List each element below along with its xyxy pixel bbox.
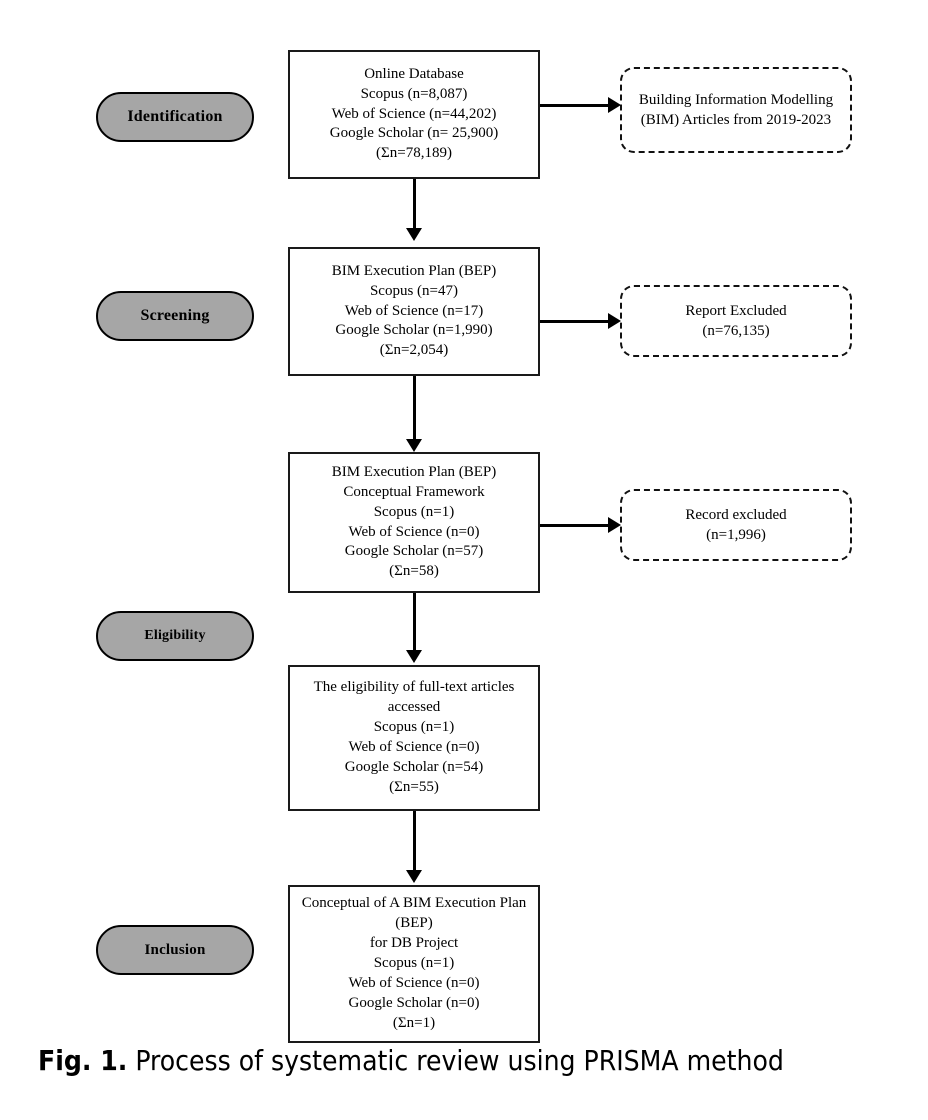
record-line: BIM Execution Plan (BEP)	[331, 262, 497, 279]
record-line: Google Scholar (n=54)	[344, 758, 484, 775]
stage-label: Screening	[140, 307, 210, 324]
connector-arrow-box2-to-box3	[406, 439, 422, 452]
excluded-line: Report Excluded	[685, 302, 787, 319]
connector-arrow-box4-to-box5	[406, 870, 422, 883]
record-line: Scopus (n=47)	[369, 282, 459, 299]
connector-line-box1-to-excluded1	[540, 104, 612, 107]
record-line: (Σn=55)	[389, 778, 439, 795]
connector-line-box2-to-box3	[413, 376, 416, 442]
stage-pill-identification: Identification	[96, 92, 254, 142]
record-line: Web of Science (n=0)	[348, 523, 480, 540]
record-line: (Σn=58)	[389, 563, 439, 580]
stage-label: Inclusion	[144, 941, 206, 958]
stage-label: Identification	[127, 108, 223, 125]
figure-caption-text: Process of systematic review using PRISM…	[135, 1044, 784, 1077]
record-line: Web of Science (n=17)	[344, 302, 484, 319]
record-line: Conceptual of A BIM Execution Plan	[301, 895, 527, 912]
record-line: Web of Science (n=0)	[348, 974, 480, 991]
stage-pill-inclusion: Inclusion	[96, 925, 254, 975]
stage-label: Eligibility	[144, 628, 206, 643]
record-box-online-database: Online Database Scopus (n=8,087) Web of …	[288, 50, 540, 179]
record-line: (Σn=78,189)	[376, 145, 452, 162]
excluded-box-report-excluded: Report Excluded (n=76,135)	[620, 285, 852, 357]
record-line: Web of Science (n=0)	[348, 739, 480, 755]
connector-arrow-box1-to-excluded1	[608, 97, 621, 113]
record-line: Google Scholar (n=57)	[344, 543, 484, 560]
record-line: Conceptual Framework	[343, 483, 485, 500]
connector-arrow-box3-to-box4	[406, 650, 422, 663]
excluded-line: (n=76,135)	[702, 323, 770, 339]
record-line: Web of Science (n=44,202)	[331, 105, 497, 122]
connector-arrow-box1-to-box2	[406, 228, 422, 241]
record-line: (Σn=2,054)	[379, 342, 449, 359]
figure-caption: Fig. 1. Process of systematic review usi…	[38, 1044, 908, 1078]
record-box-full-text-eligibility: The eligibility of full-text articles ac…	[288, 665, 540, 811]
record-line: for DB Project	[369, 935, 459, 952]
excluded-box-bim-articles-scope: Building Information Modelling (BIM) Art…	[620, 67, 852, 153]
record-box-conceptual-bep-db-project: Conceptual of A BIM Execution Plan (BEP)…	[288, 885, 540, 1043]
record-line: The eligibility of full-text articles	[313, 679, 515, 696]
record-line: Google Scholar (n=1,990)	[335, 322, 493, 339]
excluded-line: Building Information Modelling	[638, 91, 834, 108]
record-line: BIM Execution Plan (BEP)	[331, 463, 497, 480]
excluded-line: (BIM) Articles from 2019-2023	[640, 112, 832, 128]
stage-pill-eligibility: Eligibility	[96, 611, 254, 661]
record-line: Google Scholar (n=0)	[348, 994, 480, 1011]
connector-line-box3-to-box4	[413, 593, 416, 653]
record-box-bep-conceptual-framework: BIM Execution Plan (BEP) Conceptual Fram…	[288, 452, 540, 593]
record-line: Scopus (n=1)	[373, 503, 455, 520]
connector-line-box4-to-box5	[413, 811, 416, 873]
record-line: Online Database	[364, 65, 464, 82]
record-line: (Σn=1)	[392, 1014, 436, 1031]
record-box-bim-execution-plan: BIM Execution Plan (BEP) Scopus (n=47) W…	[288, 247, 540, 376]
figure-caption-prefix: Fig. 1.	[38, 1044, 128, 1077]
connector-line-box1-to-box2	[413, 179, 416, 231]
connector-arrow-box3-to-excluded3	[608, 517, 621, 533]
record-line: (BEP)	[395, 915, 433, 932]
connector-line-box3-to-excluded3	[540, 524, 612, 527]
connector-line-box2-to-excluded2	[540, 320, 612, 323]
record-line: Google Scholar (n= 25,900)	[329, 125, 499, 142]
record-line: Scopus (n=8,087)	[360, 85, 468, 102]
connector-arrow-box2-to-excluded2	[608, 313, 621, 329]
stage-pill-screening: Screening	[96, 291, 254, 341]
excluded-box-record-excluded: Record excluded (n=1,996)	[620, 489, 852, 561]
record-line: Scopus (n=1)	[373, 955, 455, 972]
record-line: accessed	[387, 699, 441, 716]
record-line: Scopus (n=1)	[373, 719, 455, 736]
excluded-line: (n=1,996)	[706, 527, 766, 543]
excluded-line: Record excluded	[685, 506, 787, 523]
